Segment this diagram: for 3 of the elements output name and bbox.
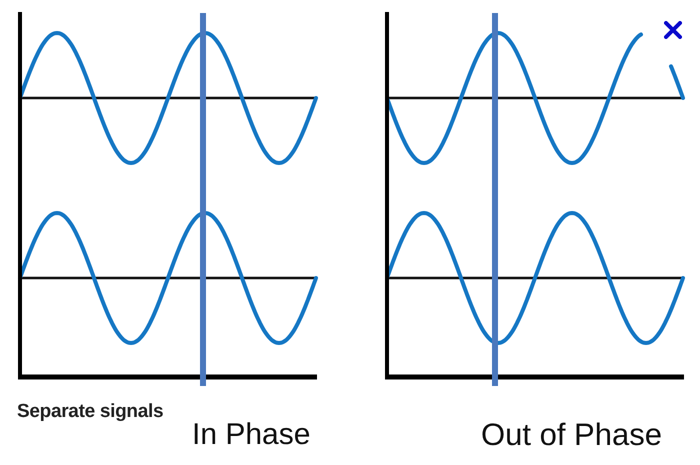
panel-title: In Phase (192, 418, 310, 451)
panel-title: Out of Phase (481, 418, 662, 452)
caption: Separate signals (17, 402, 164, 423)
